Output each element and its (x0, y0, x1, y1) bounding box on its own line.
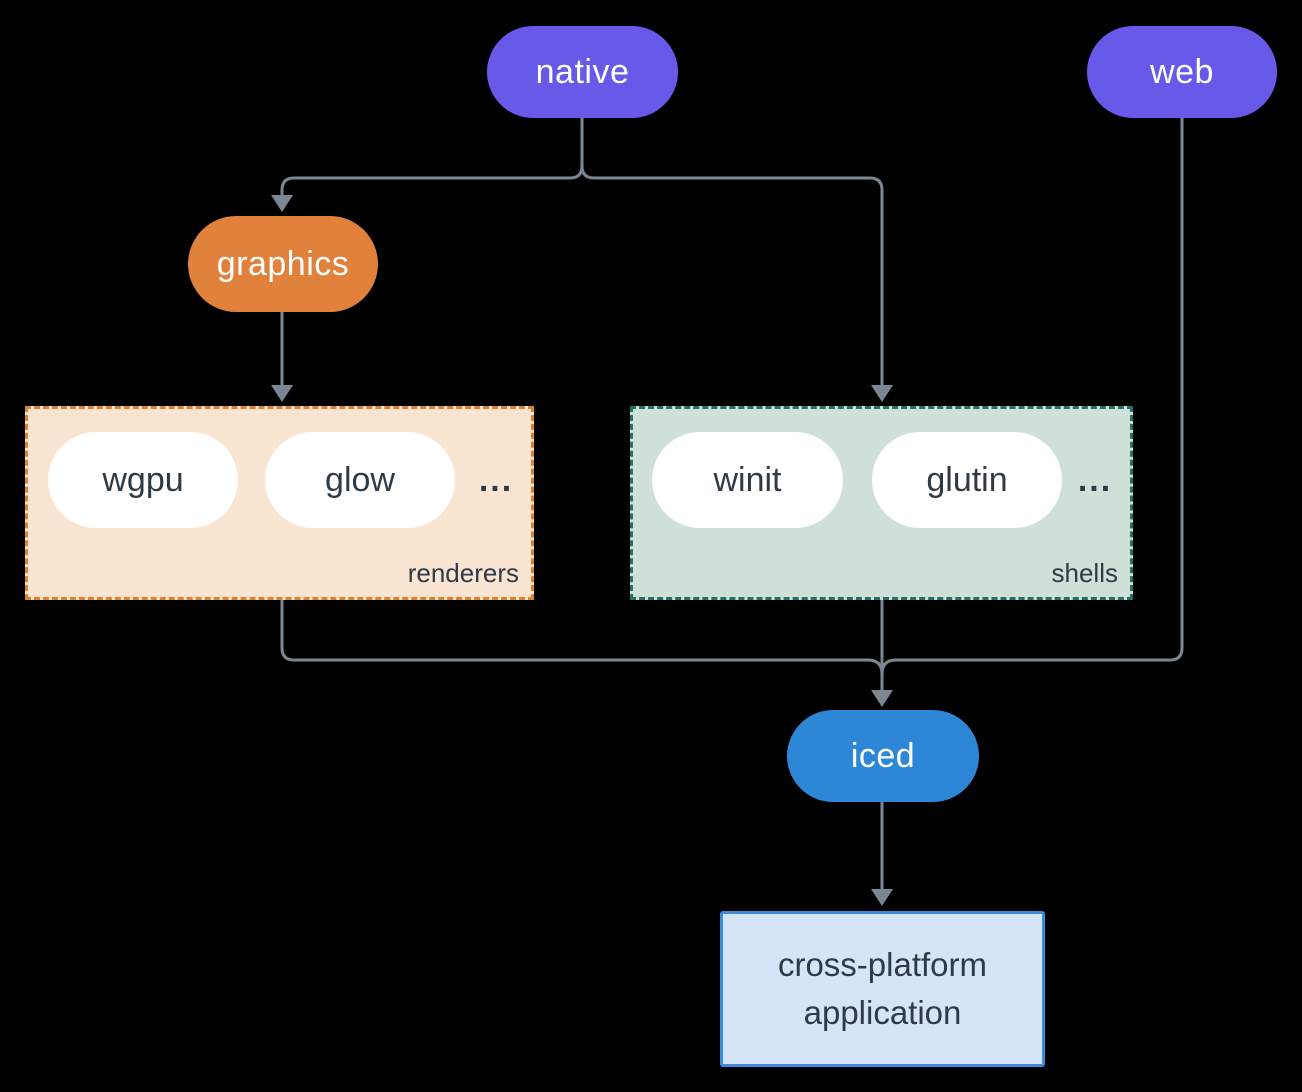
shells-group-label: shells (1051, 558, 1118, 588)
node-winit-label: winit (713, 460, 782, 499)
node-graphics: graphics (188, 216, 378, 312)
node-iced: iced (787, 710, 979, 802)
node-wgpu: wgpu (48, 432, 238, 528)
node-glow-label: glow (325, 460, 395, 499)
node-native-label: native (535, 52, 630, 91)
node-web: web (1087, 26, 1277, 118)
node-iced-label: iced (850, 736, 916, 775)
application-label-line1: cross-platform (777, 946, 988, 983)
node-cross-platform-application: cross-platform application (720, 911, 1045, 1067)
group-renderers: wgpu glow ... renderers (25, 406, 534, 600)
arrowhead-renderers (271, 385, 293, 402)
node-wgpu-label: wgpu (102, 460, 184, 499)
node-web-label: web (1150, 52, 1214, 91)
application-label-line2: application (803, 994, 962, 1031)
node-glow: glow (265, 432, 455, 528)
arrowhead-application (871, 889, 893, 906)
group-shells: winit glutin ... shells (630, 406, 1133, 600)
edge-native-shells (580, 165, 884, 386)
shells-ellipsis: ... (1077, 460, 1113, 499)
edge-native-graphics (280, 118, 584, 196)
renderers-ellipsis: ... (478, 460, 514, 499)
node-native: native (487, 26, 678, 118)
node-winit: winit (652, 432, 843, 528)
edge-renderers-iced (280, 600, 884, 675)
node-glutin-label: glutin (926, 460, 1008, 499)
node-graphics-label: graphics (216, 244, 350, 283)
arrowhead-graphics (271, 195, 293, 212)
arrowhead-shells (871, 385, 893, 402)
node-glutin: glutin (872, 432, 1062, 528)
renderers-group-label: renderers (407, 558, 519, 588)
arrowhead-iced (871, 690, 893, 707)
